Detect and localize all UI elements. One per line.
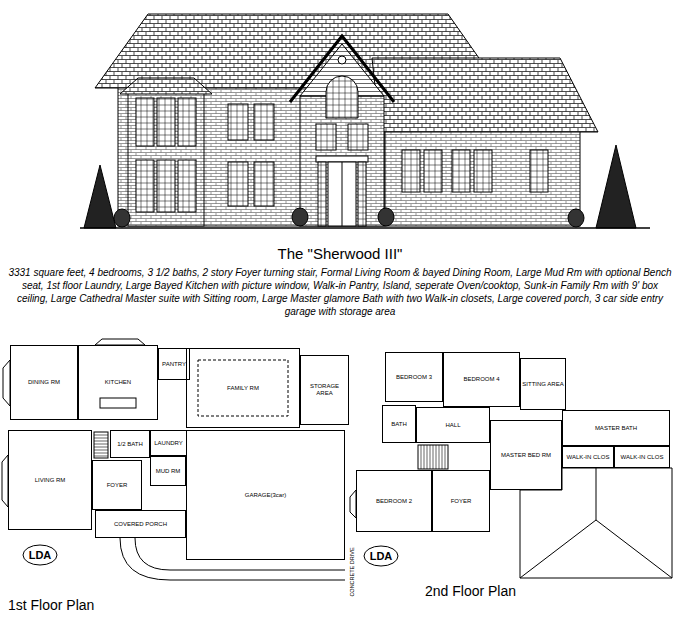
room-box: BEDROOM 2	[356, 470, 432, 532]
room-box: MASTER BATH	[562, 410, 670, 446]
room-name: LIVING RM	[34, 477, 67, 484]
room-box: WALK-IN CLOS	[614, 446, 670, 468]
room-name: WALK-IN CLOS	[566, 454, 611, 461]
room-name: SITTING AREA	[521, 381, 564, 388]
room-box: FAMILY RM	[186, 348, 300, 428]
room-box: SITTING AREA	[520, 358, 566, 410]
room-box: GARAGE(3car)	[186, 430, 345, 560]
room-box: MUD RM	[150, 456, 186, 486]
logo-mark: LDA	[29, 549, 52, 561]
room-name: BEDROOM 3	[395, 374, 433, 381]
room-box: MASTER BED RM	[490, 420, 562, 490]
room-name: GARAGE(3car)	[244, 492, 287, 499]
room-box: BEDROOM 3	[385, 352, 443, 402]
room-box: WALK-IN CLOS	[562, 446, 614, 468]
room-name: FOYER	[106, 482, 129, 489]
room-box: HALL	[416, 407, 490, 443]
drive-note: CONCRETE DRIVE	[349, 547, 355, 596]
room-box: DINING RM	[10, 345, 78, 420]
room-name: MUD RM	[155, 468, 182, 475]
room-box: STORAGE AREA	[300, 355, 349, 425]
room-box: BEDROOM 4	[443, 352, 520, 407]
plan-description: 3331 square feet, 4 bedrooms, 3 1/2 bath…	[6, 266, 674, 318]
plan-heading: 2nd Floor Plan	[425, 584, 516, 599]
room-box: FOYER	[92, 460, 142, 510]
plan-heading: 1st Floor Plan	[8, 598, 94, 613]
front-elevation	[80, 14, 650, 228]
room-box: 1/2 BATH	[110, 430, 150, 458]
room-name: MASTER BATH	[594, 425, 638, 432]
room-name: STORAGE AREA	[301, 383, 348, 396]
room-name: PANTRY	[161, 361, 187, 368]
room-name: MASTER BED RM	[500, 452, 552, 459]
room-box: LAUNDRY	[150, 430, 187, 456]
room-box: BATH	[382, 405, 416, 443]
room-name: LAUNDRY	[153, 440, 184, 447]
room-name: BEDROOM 2	[375, 498, 413, 505]
room-name: HALL	[444, 422, 461, 429]
room-name: FAMILY RM	[226, 385, 260, 392]
room-name: COVERED PORCH	[113, 521, 168, 528]
room-name: DINING RM	[27, 379, 61, 386]
room-name: KITCHEN	[104, 379, 132, 386]
room-box: FOYER	[432, 470, 490, 532]
room-name: FOYER	[450, 498, 473, 505]
room-name: BEDROOM 4	[462, 376, 500, 383]
room-box: LIVING RM	[8, 430, 92, 530]
room-name: 1/2 BATH	[116, 441, 144, 448]
floor-plan-details	[2, 339, 672, 580]
logo-mark: LDA	[370, 550, 393, 562]
room-box: COVERED PORCH	[95, 510, 186, 538]
room-name: BATH	[390, 421, 408, 428]
room-box: KITCHEN	[78, 345, 158, 420]
plan-title: The "Sherwood III"	[0, 245, 680, 263]
room-name: WALK-IN CLOS	[620, 454, 665, 461]
